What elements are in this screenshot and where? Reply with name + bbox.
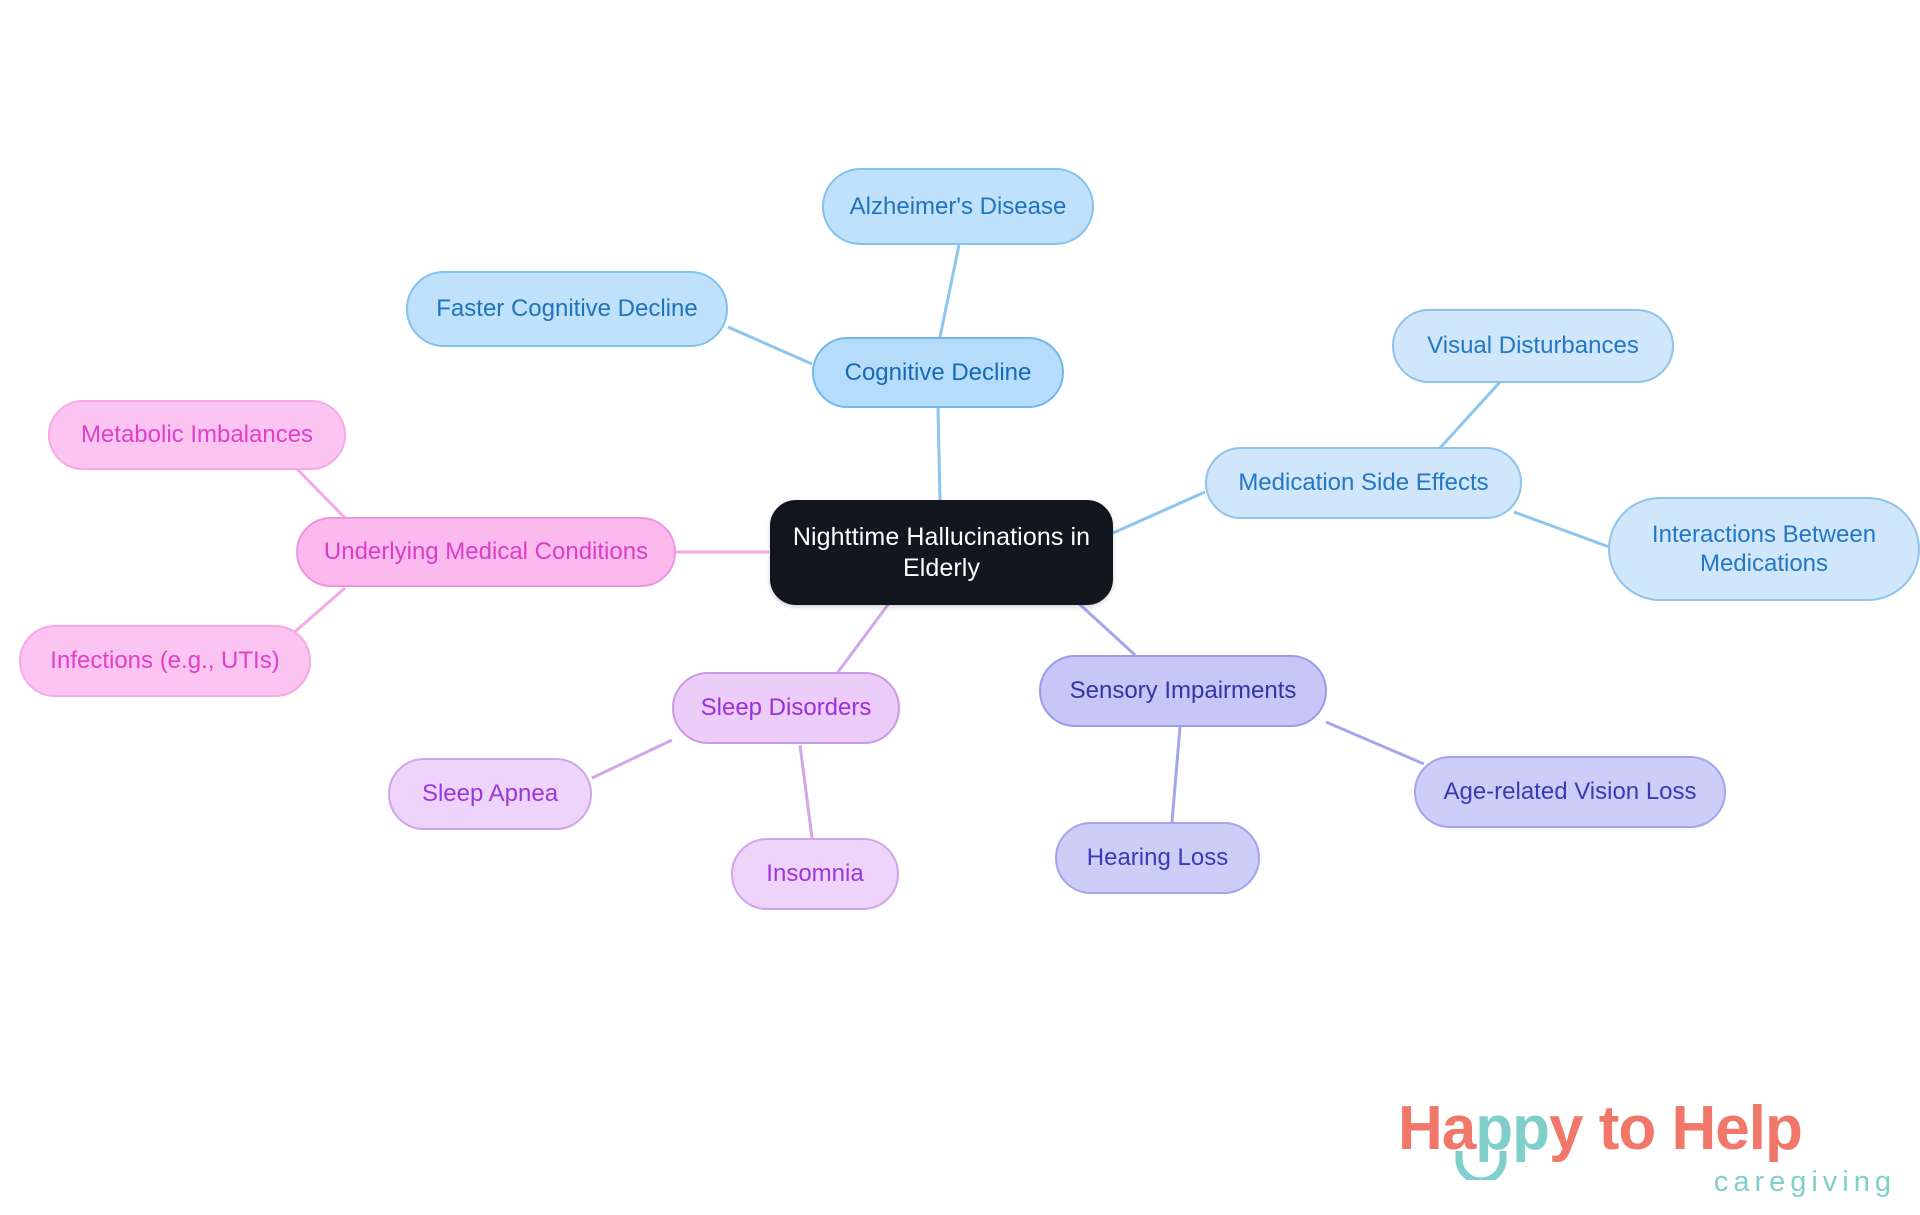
- brand-tagline: caregiving: [1713, 1166, 1896, 1198]
- edge-cognitive-decline-to-faster-decline: [727, 325, 813, 366]
- node-branch-sleep-disorders[interactable]: Sleep Disorders: [672, 672, 900, 744]
- edge-root-to-sensory-impairments: [1073, 598, 1137, 657]
- brand-logo: Happy to Help caregiving: [1398, 1098, 1898, 1208]
- edge-sensory-to-hearing-loss: [1170, 726, 1182, 823]
- edge-medication-to-interactions: [1513, 510, 1613, 550]
- edge-root-to-medication-side-effects: [1112, 490, 1206, 535]
- node-leaf-alzheimers-disease[interactable]: Alzheimer's Disease: [822, 168, 1094, 245]
- node-branch-underlying-medical-conditions[interactable]: Underlying Medical Conditions: [296, 517, 676, 587]
- node-leaf-metabolic-imbalances[interactable]: Metabolic Imbalances: [48, 400, 346, 470]
- edge-underlying-to-metabolic-imbalances: [294, 466, 347, 520]
- node-leaf-sleep-apnea[interactable]: Sleep Apnea: [388, 758, 592, 830]
- smile-arc-icon: [1455, 1151, 1507, 1180]
- edge-root-to-cognitive-decline: [936, 407, 942, 501]
- edge-root-to-sleep-disorders: [836, 601, 892, 673]
- node-leaf-faster-cognitive-decline[interactable]: Faster Cognitive Decline: [406, 271, 728, 347]
- brand-word-pp: pp: [1475, 1094, 1550, 1163]
- edge-medication-to-visual-disturbances: [1438, 380, 1502, 450]
- node-branch-medication-side-effects[interactable]: Medication Side Effects: [1205, 447, 1522, 519]
- node-leaf-visual-disturbances[interactable]: Visual Disturbances: [1392, 309, 1674, 383]
- node-leaf-interactions-between-medications[interactable]: Interactions Between Medications: [1608, 497, 1920, 601]
- brand-word-y-to-help: y to Help: [1549, 1094, 1803, 1163]
- brand-word-ha: Ha: [1398, 1094, 1476, 1163]
- brand-wordmark: Happy to Help: [1398, 1098, 1898, 1160]
- node-root-nighttime-hallucinations[interactable]: Nighttime Hallucinations in Elderly: [770, 500, 1113, 605]
- node-leaf-age-related-vision-loss[interactable]: Age-related Vision Loss: [1414, 756, 1726, 828]
- node-leaf-infections-utis[interactable]: Infections (e.g., UTIs): [19, 625, 311, 697]
- edge-sensory-to-age-related-vision-loss: [1325, 720, 1425, 766]
- node-branch-sensory-impairments[interactable]: Sensory Impairments: [1039, 655, 1327, 727]
- node-branch-cognitive-decline[interactable]: Cognitive Decline: [812, 337, 1064, 408]
- edge-cognitive-decline-to-alzheimers: [938, 244, 961, 338]
- node-leaf-hearing-loss[interactable]: Hearing Loss: [1055, 822, 1260, 894]
- edge-sleep-disorders-to-sleep-apnea: [591, 738, 673, 780]
- edge-underlying-to-infections: [289, 586, 346, 638]
- edge-sleep-disorders-to-insomnia: [798, 744, 814, 839]
- node-leaf-insomnia[interactable]: Insomnia: [731, 838, 899, 910]
